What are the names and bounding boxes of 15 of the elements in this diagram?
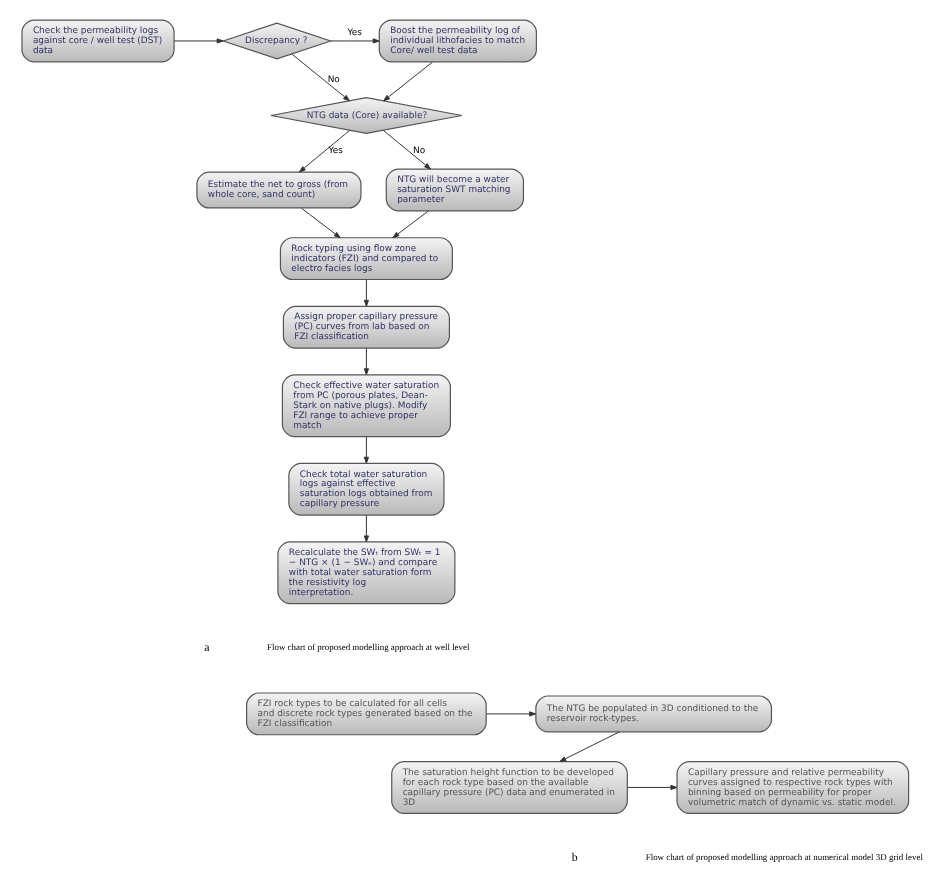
arrow (330, 38, 380, 44)
arrow (626, 784, 678, 791)
arrow (392, 210, 429, 239)
arrow (291, 53, 350, 102)
arrow (298, 130, 351, 173)
arrow (300, 207, 341, 239)
arrow (173, 38, 224, 44)
arrow (363, 514, 369, 543)
arrow (382, 130, 431, 170)
arrow (363, 347, 369, 376)
arrow (485, 711, 537, 717)
arrow (559, 731, 620, 762)
arrow (363, 436, 369, 464)
arrow (363, 279, 369, 307)
arrow (383, 61, 433, 102)
